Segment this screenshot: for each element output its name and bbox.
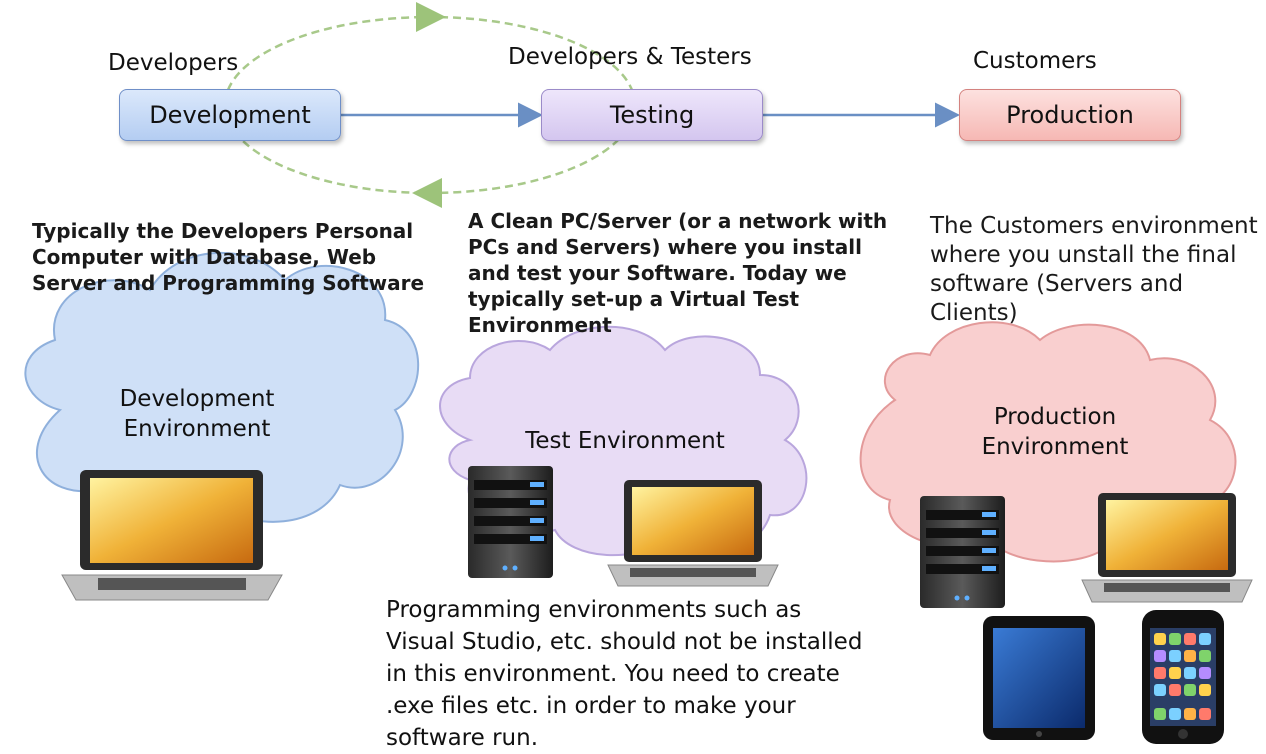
laptop-icon [1081, 493, 1253, 603]
testing-description-text-end: Test Environment [468, 287, 800, 337]
stage-development: Development [119, 89, 341, 141]
test-environment-note: Programming environments such as Visual … [386, 597, 863, 751]
role-customers: Customers [973, 48, 1097, 74]
development-environment-label: Development Environment [119, 386, 275, 442]
production-description: The Customers environment where you unst… [930, 213, 1258, 326]
testing-description-text: A Clean PC/Server (or a network with PCs… [468, 209, 888, 311]
smartphone-icon [1142, 610, 1224, 744]
stage-production: Production [959, 89, 1181, 141]
role-developers-testers: Developers & Testers [508, 44, 752, 70]
testing-description: A Clean PC/Server (or a network with PCs… [468, 208, 888, 338]
testing-description-bold: Virtual [670, 287, 747, 311]
server-icon [468, 466, 553, 578]
role-developers: Developers [108, 50, 239, 76]
laptop-icon [61, 470, 283, 601]
server-icon [920, 496, 1005, 608]
production-environment-label: Production Environment [981, 404, 1129, 460]
test-environment-label: Test Environment [525, 428, 725, 454]
tablet-icon [983, 616, 1095, 740]
development-description: Typically the Developers Personal Comput… [32, 219, 425, 295]
stage-testing: Testing [541, 89, 763, 141]
laptop-icon [607, 480, 779, 587]
